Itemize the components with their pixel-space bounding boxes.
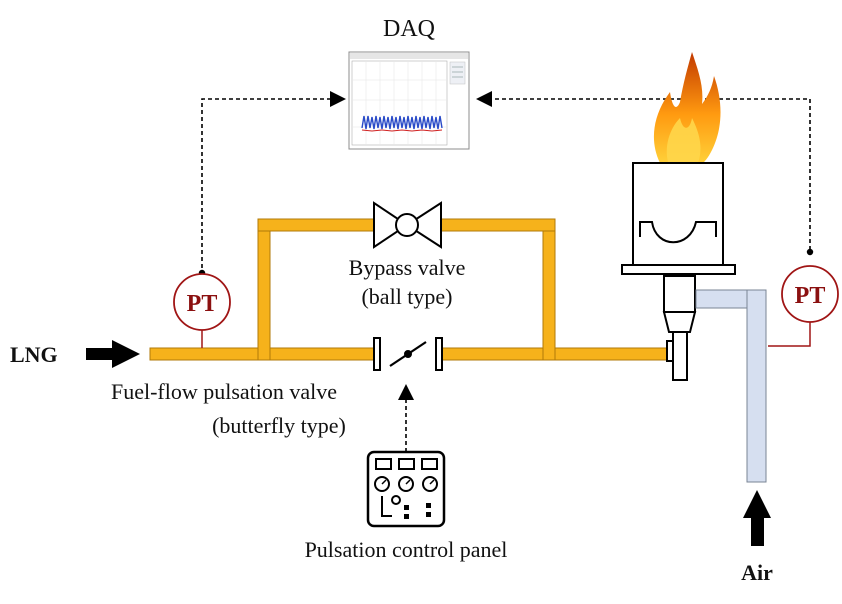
control-panel-label: Pulsation control panel [305,537,508,562]
bypass-valve-type-label: (ball type) [361,284,452,309]
lng-inlet-arrow-icon [86,340,140,368]
pressure-transducer-right: PT [781,265,839,323]
signal-line-right [476,91,814,256]
pt-left-label: PT [187,291,218,317]
daq-label: DAQ [383,16,435,42]
pt-right-label: PT [795,283,826,309]
control-panel-icon [366,450,446,528]
butterfly-valve-icon [373,337,443,371]
bypass-valve-label: Bypass valve [349,255,466,280]
bypass-ball-valve-icon [373,201,442,249]
pulsation-valve-type-label: (butterfly type) [212,413,346,438]
air-inlet-arrow-icon [743,490,771,546]
pressure-transducer-left: PT [173,273,231,331]
air-pipe [695,289,767,483]
air-label: Air [741,560,773,585]
pulsation-valve-label: Fuel-flow pulsation valve [111,379,337,404]
flame-icon [653,52,721,165]
combustor-icon [621,52,736,381]
lng-label: LNG [10,342,58,367]
daq-monitor-icon [348,51,470,150]
